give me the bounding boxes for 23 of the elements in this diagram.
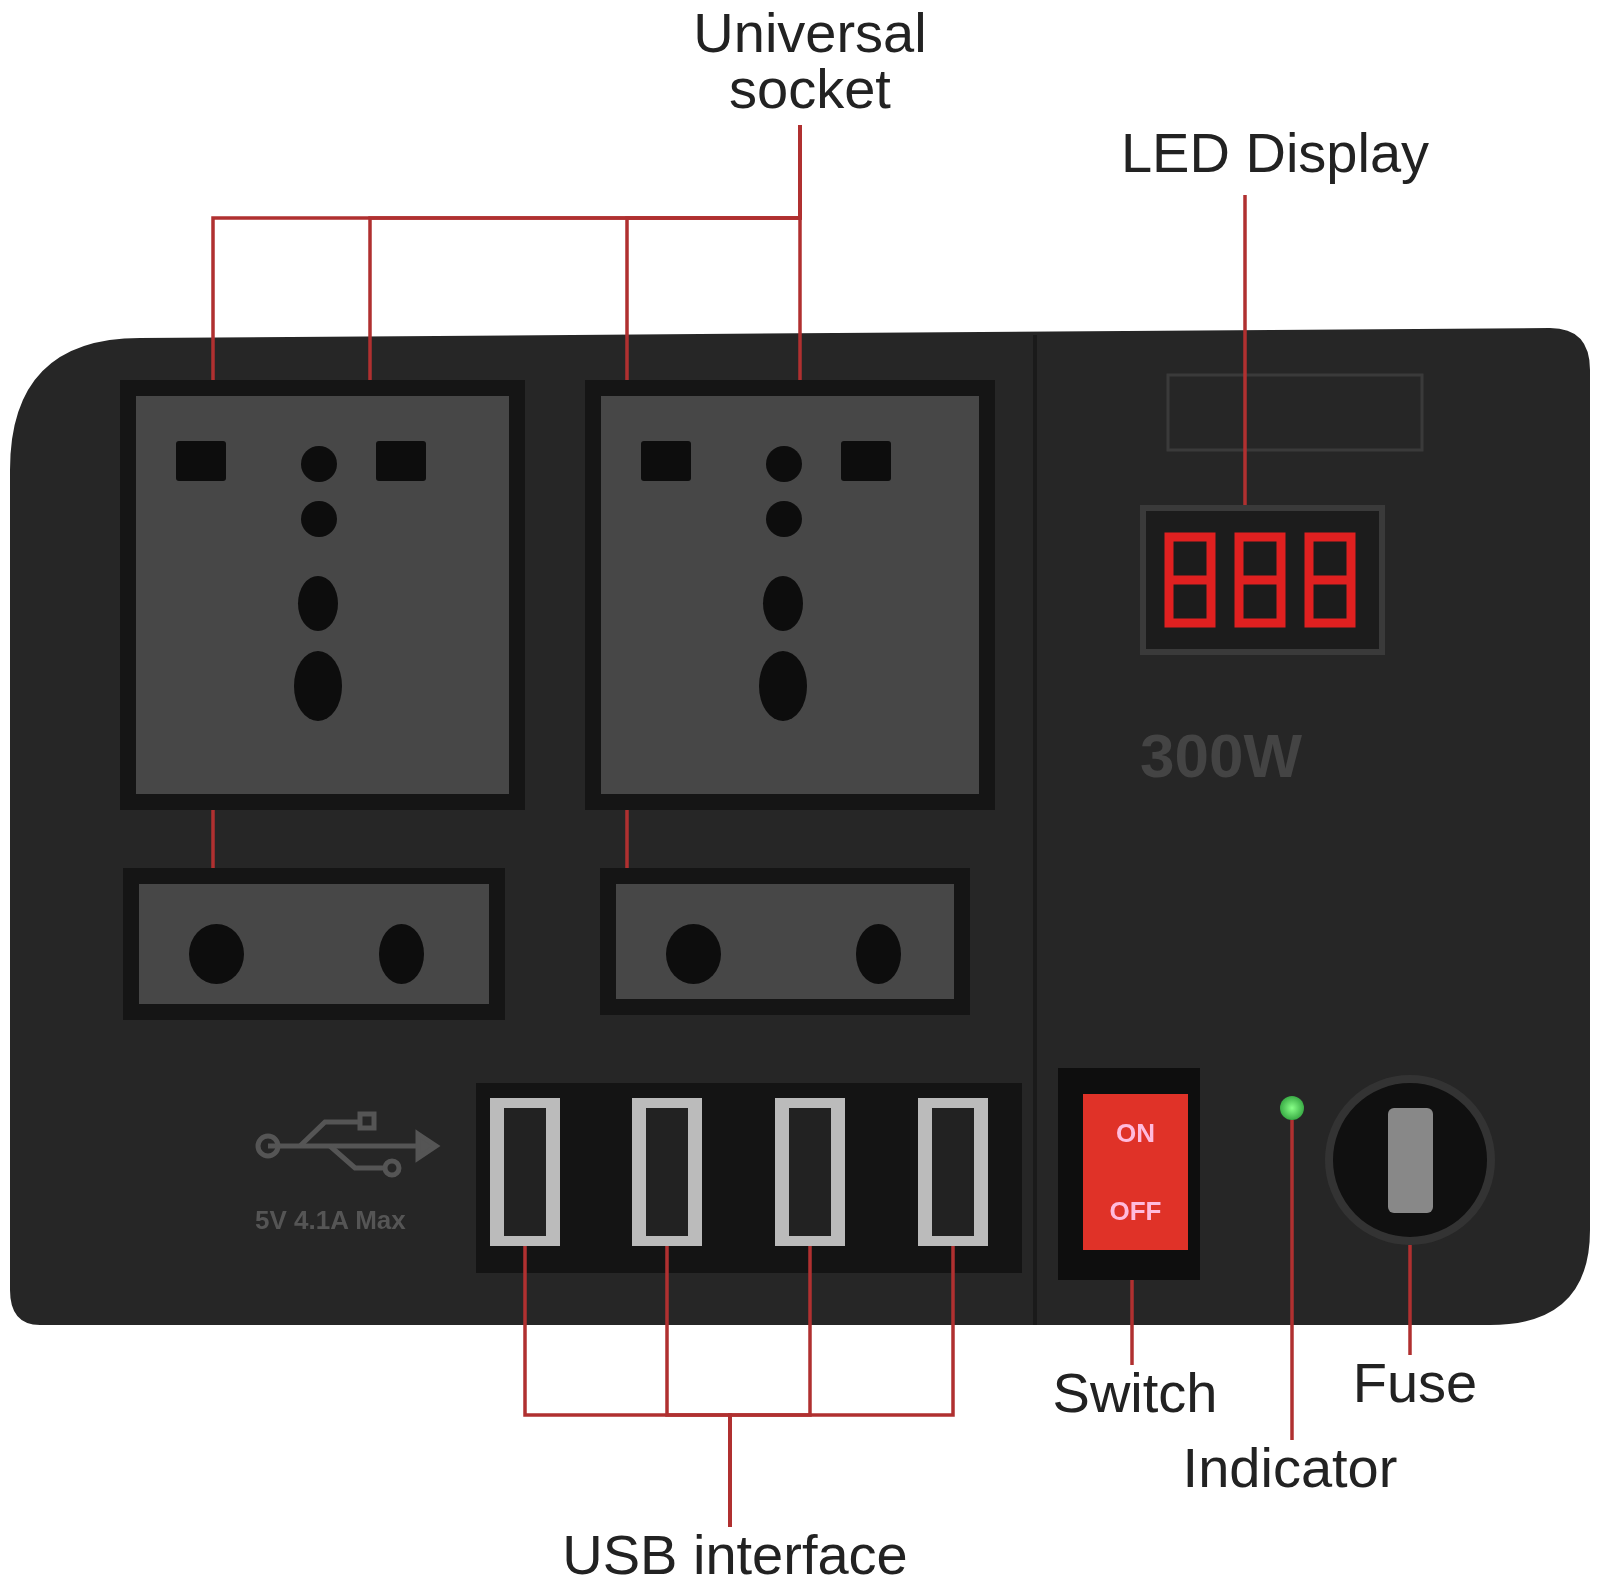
usb-port — [632, 1098, 702, 1246]
usb-port — [490, 1098, 560, 1246]
usb-port — [918, 1098, 988, 1246]
leader-line — [798, 125, 802, 380]
callout-label: Indicator — [1181, 1440, 1399, 1496]
switch-state-text: ON — [1116, 1117, 1155, 1149]
leader-line — [1408, 1245, 1412, 1355]
leader-line — [1243, 195, 1247, 505]
two-pin-socket — [600, 868, 970, 1015]
led-display-screen — [1140, 505, 1385, 655]
universal-socket — [120, 380, 525, 810]
rocker-switch — [1058, 1068, 1200, 1280]
switch-state-text: OFF — [1109, 1195, 1162, 1227]
callout-label: Switch — [1051, 1365, 1219, 1421]
callout-label: Universal socket — [692, 5, 928, 117]
callout-label: USB interface — [561, 1527, 909, 1583]
leader-line — [1290, 1120, 1294, 1440]
leader-line — [1130, 1280, 1134, 1365]
usb-port — [775, 1098, 845, 1246]
leader-line — [728, 1246, 955, 1527]
callout-label: Fuse — [1351, 1355, 1479, 1411]
two-pin-socket — [123, 868, 505, 1020]
universal-socket — [585, 380, 995, 810]
